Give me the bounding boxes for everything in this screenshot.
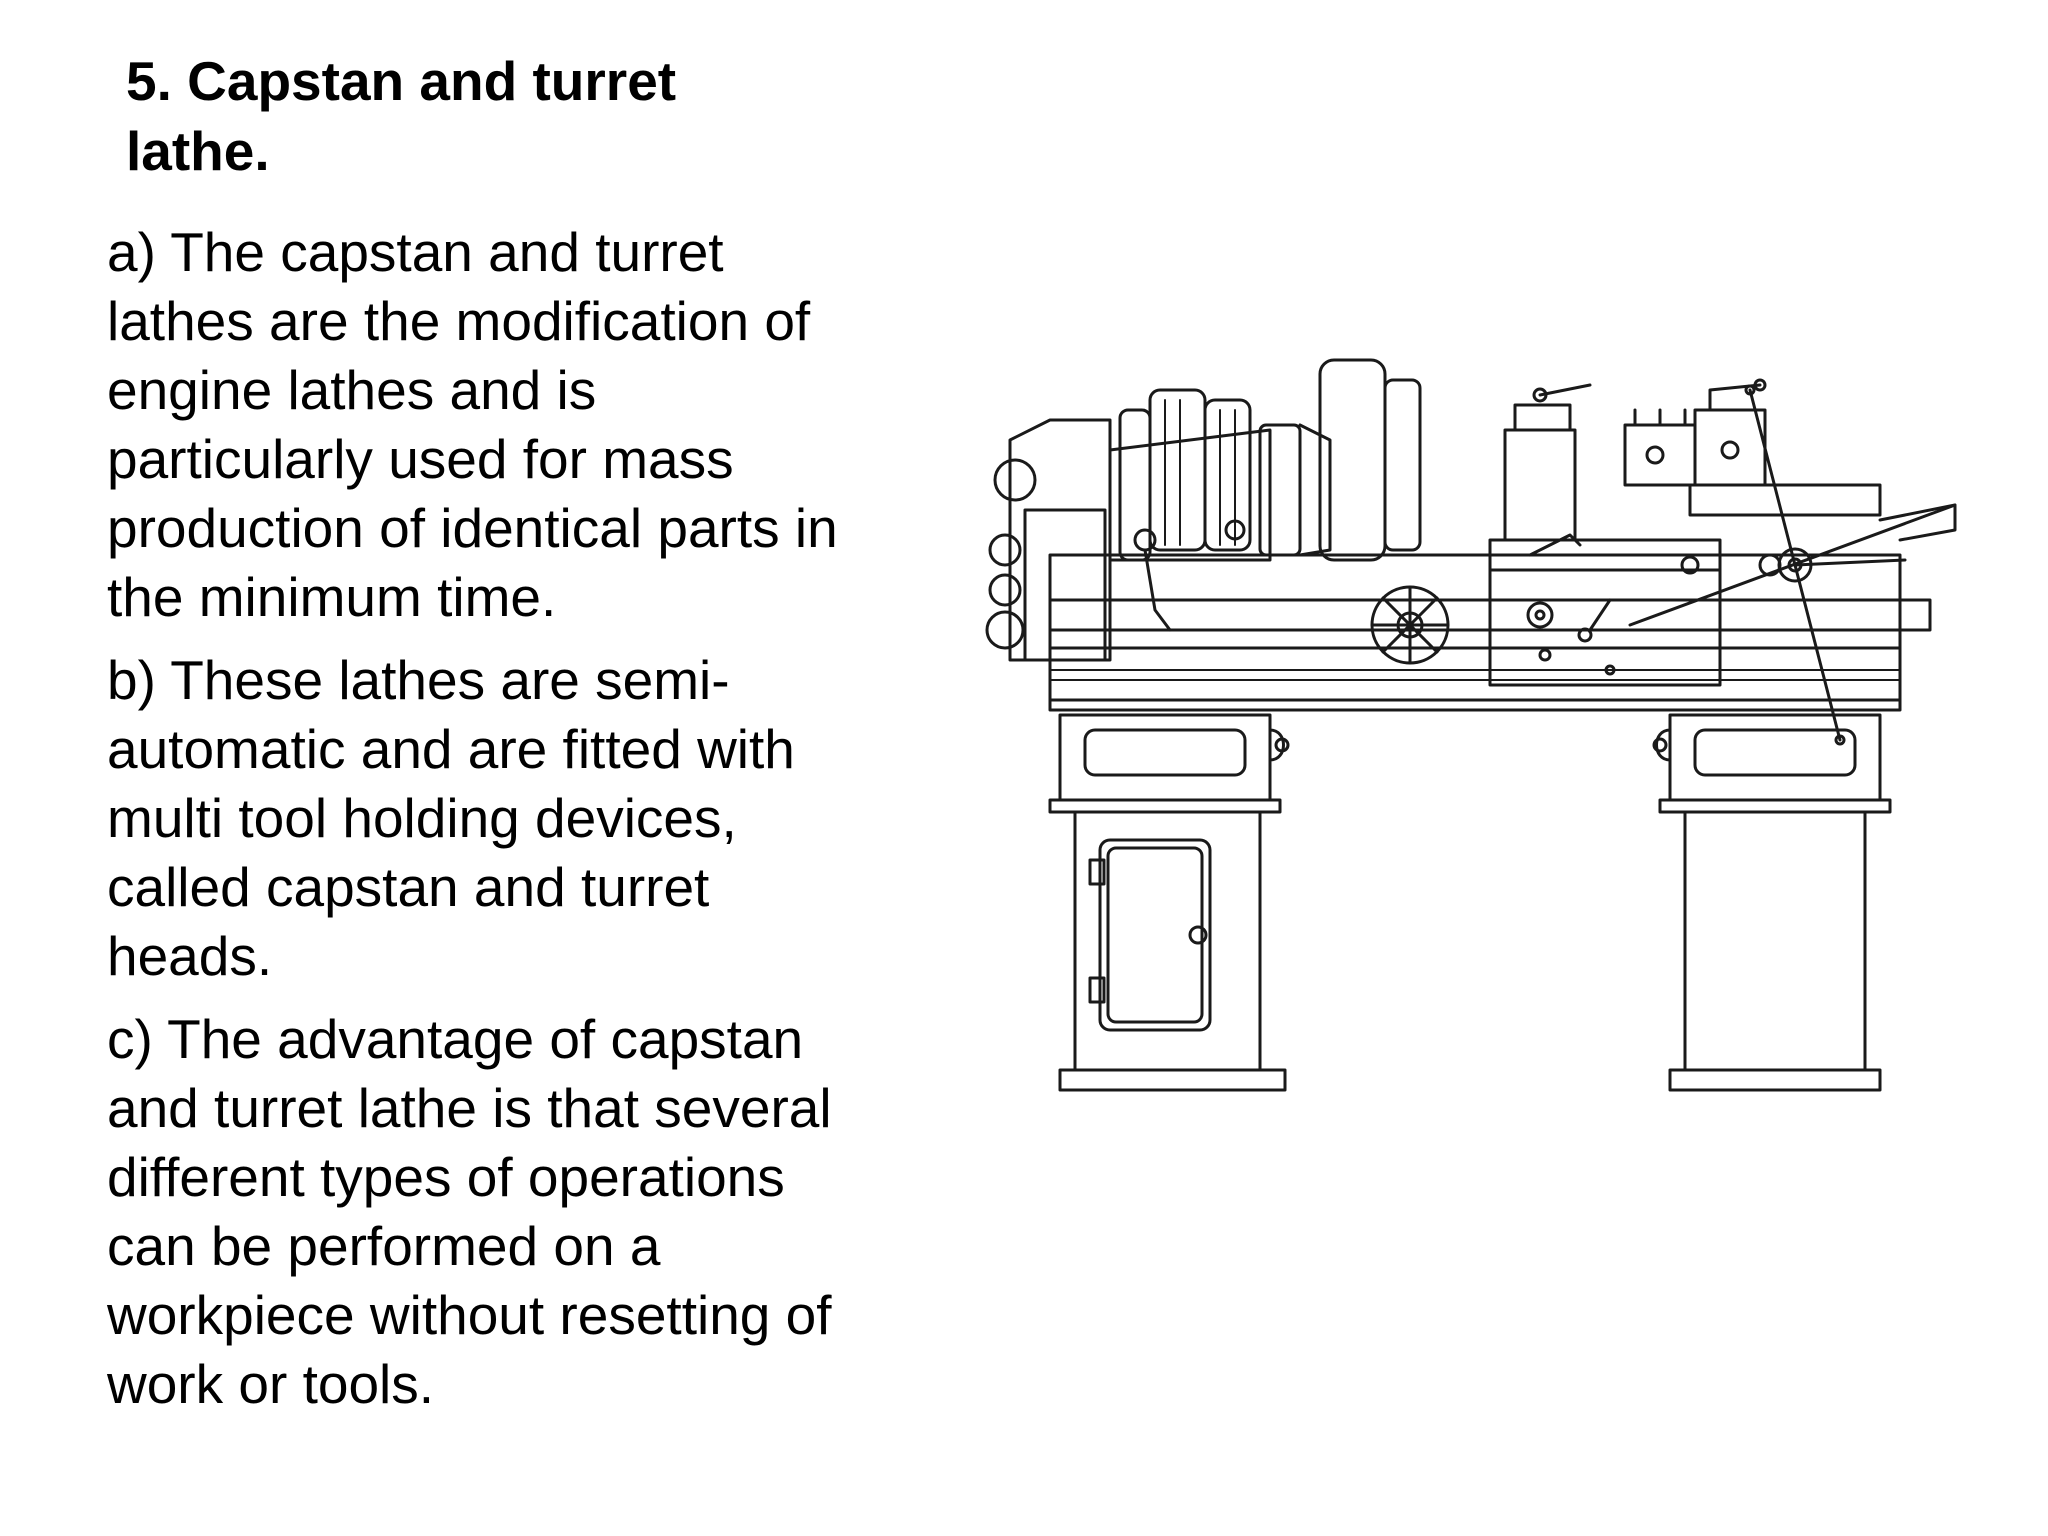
text-line: c) The advantage of capstan (107, 1008, 804, 1070)
right-pedestal (1652, 713, 1892, 1092)
text-line: a) The capstan and turret (107, 221, 724, 283)
bar-stock (1878, 503, 1957, 632)
slide-body: a) The capstan and turret lathes are the… (107, 218, 907, 1433)
text-line: the minimum time. (107, 566, 557, 628)
lathe-machine-illustration (970, 330, 1960, 1130)
text-line: different types of operations (107, 1146, 785, 1208)
text-line: lathes are the modification of (107, 290, 811, 352)
title-line: 5. Capstan and turret (126, 50, 677, 112)
text-line: production of identical parts in (107, 497, 838, 559)
paragraph-c: c) The advantage of capstan and turret l… (107, 1005, 907, 1419)
title-line: lathe. (126, 120, 270, 182)
slide-title: 5. Capstan and turret lathe. (126, 46, 826, 186)
text-line: multi tool holding devices, (107, 787, 737, 849)
lathe-icon (985, 358, 1957, 1092)
paragraph-a: a) The capstan and turret lathes are the… (107, 218, 907, 632)
text-line: b) These lathes are semi- (107, 649, 730, 711)
text-line: can be performed on a (107, 1215, 661, 1277)
text-line: and turret lathe is that several (107, 1077, 832, 1139)
lathe-bed (1048, 553, 1902, 712)
capstan-wheel (1628, 384, 1957, 746)
text-line: engine lathes and is (107, 359, 597, 421)
text-line: automatic and are fitted with (107, 718, 795, 780)
text-line: called capstan and turret (107, 856, 710, 918)
text-line: particularly used for mass (107, 428, 734, 490)
headstock (985, 358, 1422, 662)
left-pedestal (1048, 713, 1290, 1092)
text-line: work or tools. (107, 1353, 435, 1415)
carriage (1370, 383, 1722, 687)
text-line: heads. (107, 925, 273, 987)
text-line: workpiece without resetting of (107, 1284, 832, 1346)
paragraph-b: b) These lathes are semi- automatic and … (107, 646, 907, 991)
